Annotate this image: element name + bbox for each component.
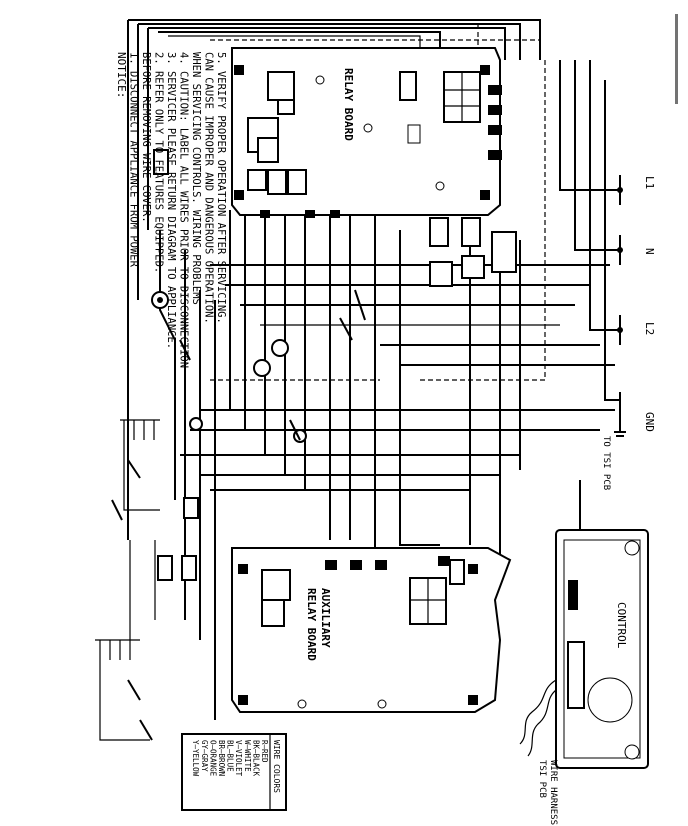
triac-group (429, 217, 517, 287)
notice-line: WHEN SERVICING CONTROLS. WIRING PROBLEMS (190, 52, 202, 305)
terminal-n: N (643, 248, 656, 255)
control-label: CONTROL (615, 602, 628, 649)
control-module: CONTROL TO TSI PCB TSI PCB WIRE HARNESS (519, 436, 649, 825)
wire-color-entry: GY—GRAY (200, 740, 209, 772)
wire-color-entry: BK—BLACK (251, 740, 260, 777)
notice-line: 1. DISCONNECT APPLIANCE FROM POWER (128, 52, 140, 268)
notice-heading: NOTICE: (115, 52, 128, 98)
wire-colors-title: WIRE COLORS (272, 740, 281, 793)
wire-colors-entries: R—REDBK—BLACKW—WHITEV—VIOLETBL—BLUEBR—BR… (191, 740, 269, 777)
notice-line: 2. REFER ONLY TO FEATURES EQUIPPED. (153, 52, 165, 273)
terminal-l1: L1 (643, 176, 656, 189)
terminal-l2: L2 (643, 322, 656, 335)
harness-line-2: WIRE HARNESS (548, 760, 558, 825)
terminal-gnd: GND (643, 412, 656, 432)
power-terminals: L1 N L2 GND (614, 175, 656, 437)
harness-line-1: TSI PCB (537, 760, 547, 798)
wire-color-entry: V—VIOLET (234, 740, 243, 777)
notice-line: BEFORE REMOVING WIRE COVER. (140, 52, 152, 223)
wire-color-entry: O—ORANGE (208, 740, 217, 777)
aux-board-label-2: RELAY BOARD (305, 588, 318, 661)
wire-colors-legend: WIRE COLORS R—REDBK—BLACKW—WHITEV—VIOLET… (181, 733, 287, 811)
notice-line: 4. CAUTION: LABEL ALL WIRES PRIOR TO DIS… (178, 52, 190, 368)
auxiliary-relay-board: AUXILIARY RELAY BOARD (231, 547, 512, 713)
wire-color-entry: R—RED (260, 740, 269, 763)
header-note (675, 14, 678, 104)
to-tsi-pcb-label: TO TSI PCB (601, 436, 611, 490)
relay-board: RELAY BOARD (231, 47, 502, 218)
aux-board-label-1: AUXILIARY (319, 588, 332, 648)
notice-line: 3. SERVICER PLEASE RETURN DIAGRAM TO APP… (165, 52, 177, 349)
wire-color-entry: BL—BLUE (226, 740, 235, 772)
notice-lines: 1. DISCONNECT APPLIANCE FROM POWER BEFOR… (128, 52, 228, 368)
relay-board-label: RELAY BOARD (342, 68, 355, 141)
wire-color-entry: W—WHITE (243, 740, 252, 772)
notice-line: 5. VERIFY PROPER OPERATION AFTER SERVICI… (215, 52, 227, 324)
main-wiring (127, 19, 620, 720)
wire-color-entry: Y—YELLOW (191, 740, 200, 777)
notice-block: NOTICE: 1. DISCONNECT APPLIANCE FROM POW… (115, 52, 227, 368)
harness-label: TSI PCB WIRE HARNESS (537, 760, 558, 825)
wire-color-entry: BR—BROWN (217, 740, 226, 776)
notice-line: CAN CAUSE IMPROPER AND DANGEROUS OPERATI… (203, 52, 215, 324)
left-components (95, 149, 366, 741)
